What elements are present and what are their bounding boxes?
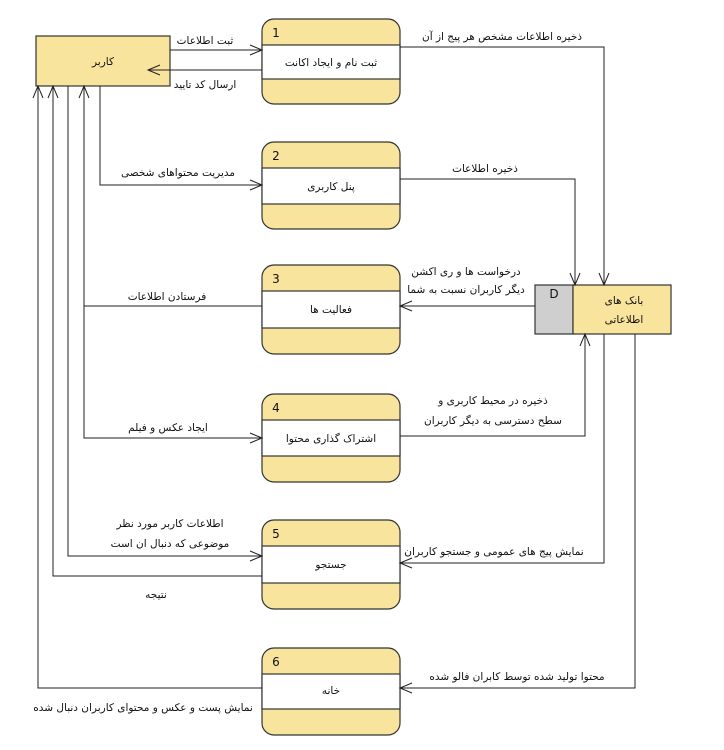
flow-label-p1-to-store: ذخیره اطلاعات مشخص هر پیج از آن <box>422 30 582 43</box>
process-name: ثبت نام و ایجاد اکانت <box>285 57 377 69</box>
process-number: 6 <box>272 655 280 669</box>
flow-p1-to-store <box>400 46 610 287</box>
external-entity-user: کاربر <box>35 35 171 87</box>
data-store-id: D <box>549 287 558 301</box>
process-body <box>261 290 401 329</box>
flow-user-to-p2 <box>99 86 264 191</box>
flow-label-store-to-p3-line1: درخواست ها و ری اکشن <box>411 266 521 278</box>
process-5: 5 جستجو <box>261 519 401 610</box>
data-store-label-line1: بانک های <box>605 295 644 307</box>
flow-label-p5-to-user: نتیجه <box>145 589 167 601</box>
process-number: 4 <box>272 401 280 415</box>
flow-label-user-to-p1: ثبت اطلاعات <box>177 35 234 47</box>
flow-label-user-to-p4: ایجاد عکس و فیلم <box>128 422 208 434</box>
flow-p6-to-user <box>32 84 262 689</box>
flow-store-to-p6 <box>398 334 636 694</box>
flow-user-to-p4 <box>83 306 264 444</box>
flow-label-store-to-p5: نمایش پیج های عمومی و جستجو کاربران <box>404 546 583 558</box>
process-body <box>261 419 401 457</box>
flow-store-to-p5 <box>398 334 605 569</box>
process-name: اشتراک گذاری محتوا <box>286 432 376 445</box>
process-number: 5 <box>272 527 280 541</box>
process-number: 1 <box>272 26 280 40</box>
process-body <box>261 673 401 710</box>
flow-p3-to-user <box>78 84 262 307</box>
process-3: 3 فعالیت ها <box>261 264 401 355</box>
flow-label-p1-to-user: ارسال کد تایید <box>174 79 237 91</box>
flow-label-p4-to-store-line2: سطح دسترسی به دیگر کاربران <box>424 414 562 427</box>
data-store-label-line2: اطلاعاتی <box>605 314 644 326</box>
process-name: خانه <box>322 685 340 697</box>
flow-p4-to-store <box>400 332 591 437</box>
process-2: 2 پنل کاربری <box>261 141 401 230</box>
flow-label-user-to-p5-line1: اطلاعات کاربر مورد نظر <box>115 518 223 530</box>
process-4: 4 اشتراک گذاری محتوا <box>261 393 401 483</box>
process-body <box>261 545 401 584</box>
data-store: D بانک های اطلاعاتی <box>534 284 672 335</box>
process-name: فعالیت ها <box>310 304 352 316</box>
flow-label-p4-to-store-line1: ذخیره در محیط کاربری و <box>437 395 548 407</box>
data-store-id-box <box>534 284 574 335</box>
flow-store-to-p3 <box>398 300 535 312</box>
process-number: 2 <box>272 149 280 163</box>
process-6: 6 خانه <box>261 647 401 736</box>
flow-label-p2-to-store: ذخیره اطلاعات <box>452 163 518 175</box>
flow-label-p6-to-user: نمایش پست و عکس و محتوای کاربران دنبال ش… <box>33 702 253 714</box>
process-body <box>261 167 401 205</box>
flow-p5-to-user <box>47 84 262 577</box>
data-store-main-box <box>572 284 672 335</box>
process-body <box>261 44 401 80</box>
flow-label-user-to-p5-line2: موضوعی که دنبال ان است <box>111 538 230 550</box>
flow-user-to-p1 <box>170 44 264 56</box>
process-name: جستجو <box>314 559 346 571</box>
flow-p2-to-store <box>400 178 581 287</box>
external-entity-label: کاربر <box>91 56 114 68</box>
flow-user-to-p5 <box>67 86 264 562</box>
flow-label-store-to-p6: محتوا تولید شده توسط کابران فالو شده <box>429 671 604 683</box>
flow-label-p3-to-user: فرستادن اطلاعات <box>128 291 207 303</box>
process-name: پنل کاربری <box>307 181 355 193</box>
flow-label-store-to-p3-line2: دیگر کاربران نسبت به شما <box>407 283 525 296</box>
process-number: 3 <box>272 272 280 286</box>
process-1: 1 ثبت نام و ایجاد اکانت <box>261 18 401 105</box>
flow-p1-to-user <box>146 64 262 76</box>
external-entity-box <box>35 35 171 87</box>
flow-label-user-to-p2: مدیریت محتواهای شخصی <box>121 167 235 179</box>
